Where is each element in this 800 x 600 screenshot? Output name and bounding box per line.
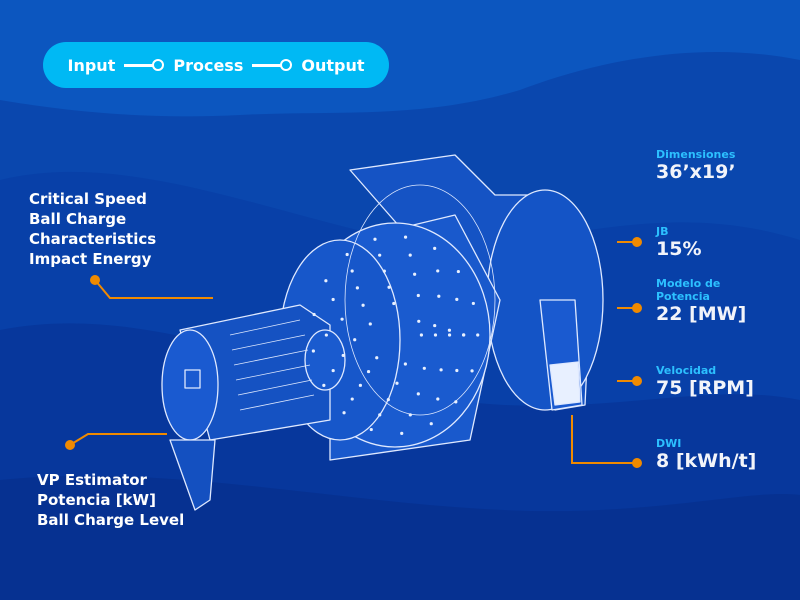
spec-dimensiones: Dimensiones 36’x19’ (656, 148, 736, 183)
bolt-dot (455, 297, 459, 301)
bolt-dot (375, 356, 379, 360)
bolt-dot (368, 322, 372, 326)
bolt-dot (366, 369, 371, 374)
bolt-dot (322, 383, 326, 387)
bolt-dot (358, 383, 362, 387)
bolt-dot (408, 413, 412, 417)
spec-velocidad: Velocidad 75 [RPM] (656, 364, 754, 399)
bolt-dot (378, 413, 382, 417)
bolt-dot (476, 333, 480, 337)
bolt-dot (386, 398, 390, 402)
bolt-dot (439, 368, 443, 372)
bolt-dot (416, 392, 420, 396)
bolt-dot (454, 400, 458, 404)
spec-dwi: DWI 8 [kWh/t] (656, 437, 757, 472)
bolt-dot (422, 366, 426, 370)
bolt-dot (400, 431, 404, 435)
bolt-dot (433, 323, 437, 328)
bolt-dot (436, 397, 440, 401)
bolt-dot (361, 303, 365, 307)
bolt-dot (408, 253, 412, 257)
label-vp-estimator: VP Estimator (37, 471, 147, 489)
bolt-dot (456, 269, 460, 274)
bolt-dot (392, 301, 396, 306)
bolt-dot (331, 297, 335, 302)
bolt-dot (382, 269, 386, 273)
bolt-dot (447, 333, 452, 337)
label-critical-speed: Critical Speed (29, 190, 147, 208)
bolt-dot (311, 349, 315, 353)
flow-step-input: Input (67, 55, 116, 75)
bolt-dot (433, 333, 438, 337)
bolt-dot (471, 301, 475, 306)
bolt-dot (455, 368, 459, 373)
bolt-dot (324, 333, 328, 337)
bolt-dot (395, 381, 399, 385)
connector-icon (252, 59, 293, 71)
bolt-dot (462, 333, 466, 337)
process-flow-pill: Input Process Output (43, 42, 389, 88)
bolt-dot (416, 293, 420, 298)
bolt-dot (350, 269, 354, 273)
bolt-dot (324, 279, 328, 283)
bolt-dot (433, 246, 437, 251)
bolt-dot (369, 427, 373, 432)
label-characteristics: Characteristics (29, 230, 157, 248)
bolt-dot (355, 286, 359, 290)
bolt-dot (419, 333, 423, 337)
bolt-dot (417, 319, 421, 323)
bolt-dot (341, 353, 345, 358)
bolt-dot (436, 269, 440, 273)
label-ball-charge-level: Ball Charge Level (37, 511, 185, 529)
spec-jb: JB 15% (656, 225, 702, 260)
label-potencia: Potencia [kW] (37, 491, 156, 509)
bolt-dot (403, 235, 408, 239)
callout-dots (65, 237, 642, 468)
bolt-dot (403, 362, 407, 366)
flow-step-output: Output (301, 55, 365, 75)
connector-icon (124, 59, 165, 71)
bolt-dot (312, 312, 316, 317)
bolt-dot (470, 369, 474, 373)
bolt-dot (413, 272, 417, 276)
bolt-dot (447, 328, 452, 332)
bolt-dot (373, 237, 377, 241)
flow-step-process: Process (173, 55, 244, 75)
bolt-dot (437, 294, 441, 298)
bolt-dot (378, 253, 382, 257)
bolt-dot (387, 285, 391, 289)
bolt-dot (429, 422, 433, 426)
bolt-dot (340, 317, 344, 321)
bolt-dot (353, 338, 357, 342)
bolt-dot (345, 252, 349, 257)
label-impact-energy: Impact Energy (29, 250, 152, 268)
estimator-labels: VP Estimator Potencia [kW] Ball Charge L… (37, 470, 184, 530)
spec-modelo-potencia: Modelo de Potencia 22 [MW] (656, 277, 747, 325)
bolt-dot (342, 411, 346, 415)
bolt-dot (350, 397, 354, 401)
bolt-dot (331, 368, 335, 373)
label-ball-charge: Ball Charge (29, 210, 127, 228)
analysis-labels: Critical Speed Ball Charge Characteristi… (29, 189, 156, 269)
